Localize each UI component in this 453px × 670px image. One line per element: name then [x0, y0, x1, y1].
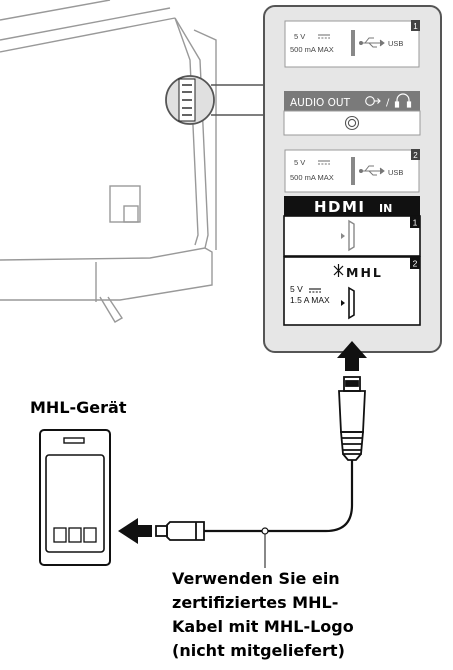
mhl-number: 2	[413, 259, 418, 269]
mhl-current: 1.5 A MAX	[290, 295, 330, 305]
usb-1-slot	[351, 30, 355, 56]
usb-1-voltage: 5 V	[294, 32, 305, 41]
caption-line: (nicht mitgeliefert)	[172, 641, 345, 660]
hdmi-plug	[338, 376, 366, 461]
headphone-icon	[394, 93, 412, 108]
mhl-logo-icon	[333, 264, 344, 277]
usb-2-voltage: 5 V	[294, 158, 305, 167]
usb-2-type: USB	[388, 168, 403, 177]
usb-2-slot	[351, 157, 355, 185]
mhl-slot-icon	[348, 286, 355, 320]
audio-jack-icon	[344, 115, 360, 131]
svg-text:/: /	[386, 98, 390, 109]
arrow-left-icon	[118, 518, 152, 544]
arrow-up-icon	[337, 341, 367, 371]
device-label: MHL-Gerät	[30, 398, 127, 417]
mhl-device	[39, 429, 111, 566]
usb-2-current: 500 mA MAX	[290, 173, 334, 182]
usb-1-type: USB	[388, 39, 403, 48]
usb-1-current: 500 mA MAX	[290, 45, 334, 54]
tv-back-outline	[0, 0, 217, 323]
mhl-logo: MHL	[346, 265, 383, 280]
hdmi-logo: HDMI	[314, 198, 366, 216]
caption-line: zertifiziertes MHL-	[172, 593, 339, 612]
hdmi-slot-icon	[348, 219, 355, 252]
usb-icon	[359, 37, 385, 48]
hdmi-in-port-1: HDMI IN 1	[283, 196, 421, 257]
audio-out-label: AUDIO OUT	[290, 97, 351, 109]
usb-1-number: 1	[413, 22, 418, 31]
hdmi-in-number: 1	[413, 218, 418, 228]
mhl-cable	[204, 460, 354, 533]
micro-usb-plug	[155, 521, 205, 541]
caption-line: Verwenden Sie ein	[172, 569, 340, 588]
usb-port-2: 2 5 V 500 mA MAX USB	[284, 149, 420, 193]
usb-2-number: 2	[413, 151, 418, 160]
cable-callout	[261, 527, 269, 568]
hdmi-in-label: IN	[379, 202, 392, 215]
usb-port-1: 1 5 V 500 mA MAX USB	[284, 20, 420, 68]
mhl-voltage: 5 V	[290, 284, 303, 294]
usb-icon	[359, 165, 385, 176]
caption-line: Kabel mit MHL-Logo	[172, 617, 354, 636]
zoom-circle	[165, 75, 264, 125]
audio-out-arrow-icon	[365, 96, 381, 106]
cable-caption: Verwenden Sie ein zertifiziertes MHL- Ka…	[172, 567, 442, 663]
mhl-port-2: 2 MHL 5 V 1.5 A MAX	[283, 256, 421, 326]
audio-out-port: AUDIO OUT /	[283, 91, 421, 136]
